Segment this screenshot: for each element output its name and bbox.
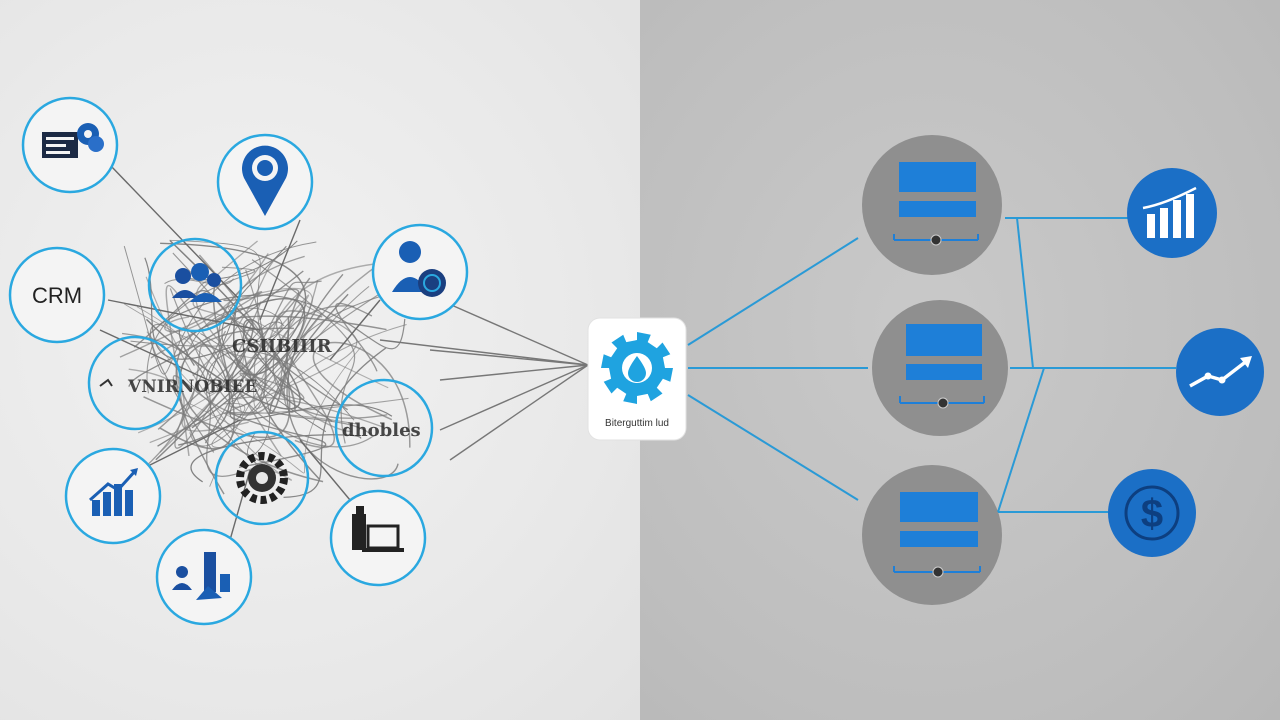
hub-connection-lines: [379, 299, 589, 461]
server-to-output-lines: [997, 217, 1176, 513]
tangle-curve: [190, 434, 362, 483]
tangle-curve: [122, 332, 258, 477]
trend-up-icon: [1189, 356, 1252, 388]
tangle-curve: [160, 242, 307, 429]
integration-hub[interactable]: Biterguttim lud: [587, 317, 687, 441]
hub-caption: Biterguttim lud: [605, 418, 669, 429]
hub-line: [439, 299, 589, 366]
hub-line: [439, 364, 589, 431]
tangle-spoke: [229, 469, 251, 541]
tangle-curve: [198, 240, 415, 414]
bar-chart-up-icon: [1142, 186, 1197, 238]
tangle-curve: [119, 291, 263, 359]
team-icon: [172, 263, 222, 302]
tangle-curve: [260, 269, 418, 435]
tangle-curve: [137, 287, 313, 434]
tangle-curve: [188, 346, 362, 474]
node-people: [155, 528, 253, 626]
tangle-curve: [224, 397, 409, 425]
tangle-curve: [155, 320, 320, 480]
tangle-curve: [286, 273, 399, 480]
server-3[interactable]: [862, 465, 1002, 605]
node-monitor: [21, 96, 119, 194]
tangle-curve: [226, 260, 412, 391]
tangle-spoke: [259, 219, 301, 321]
user-settings-icon: [392, 241, 446, 297]
server-2[interactable]: [872, 300, 1008, 436]
tangle-curve: [179, 327, 324, 483]
node-crm: CRM: [8, 246, 106, 344]
node-team: [147, 237, 243, 333]
tangle-curve: [228, 279, 385, 429]
node-blurred-right: [334, 378, 434, 478]
server-icon: [893, 162, 979, 246]
bar-chart-icon: [89, 468, 138, 516]
tangle-curve: [269, 293, 349, 414]
server-icon: [893, 492, 981, 578]
location-pin-icon: [242, 145, 289, 216]
tangle-curve: [226, 410, 327, 469]
output-trend[interactable]: [1176, 328, 1264, 416]
hub-line: [439, 364, 589, 381]
tangle-curve: [283, 347, 387, 499]
server-icon: [899, 324, 985, 409]
output-finance[interactable]: $: [1108, 469, 1196, 557]
tangle-curve: [312, 341, 411, 448]
tangle-spoke: [139, 419, 241, 471]
hub-line: [379, 339, 589, 366]
tangle-curve: [178, 327, 231, 446]
tangle-curve: [128, 270, 304, 387]
tangle-curve: [174, 301, 262, 449]
tangle-curve: [175, 315, 387, 495]
tangle-curve: [211, 402, 246, 448]
hub-line: [449, 364, 589, 461]
tangle-curve: [157, 288, 300, 430]
tangle-curve: [146, 266, 255, 394]
tangle-curve: [159, 281, 236, 450]
tangle-curve: [149, 305, 358, 444]
tangle-curve: [123, 241, 317, 375]
crm-label: CRM: [32, 283, 82, 308]
node-user: [371, 223, 469, 321]
svg-text:$: $: [1141, 492, 1163, 536]
tangle-curve: [335, 302, 378, 372]
tangle-label-right: dhobles: [342, 420, 421, 441]
tangle-curve: [164, 278, 234, 285]
gear-drop-icon: [601, 332, 673, 404]
tangle-label-top: CSIIBIIIR: [232, 336, 333, 357]
tangle-curve: [165, 284, 282, 457]
tangle-curve: [172, 373, 287, 416]
tangle-curve: [123, 303, 280, 487]
tangle-label-left: VNIRNOBIEE: [127, 377, 257, 397]
tangle-curve: [214, 298, 306, 376]
node-docs: [329, 489, 427, 587]
people-icon: [172, 552, 230, 600]
tangle-spoke: [299, 439, 351, 501]
dollar-icon: $: [1124, 485, 1180, 541]
node-gear: [214, 430, 310, 526]
tangle-curve: [169, 269, 267, 414]
node-chart: [64, 447, 162, 545]
gear-icon: [236, 452, 288, 504]
hub-to-server-lines: [687, 237, 868, 501]
workflow-icon: [99, 378, 113, 387]
tangle-curve: [218, 255, 375, 448]
tangle-curve: [185, 240, 298, 281]
server-1[interactable]: [862, 135, 1002, 275]
tangle-spoke: [329, 299, 381, 361]
monitor-gears-icon: [42, 123, 104, 158]
tangle-curve: [158, 294, 406, 350]
node-pin: [216, 133, 314, 231]
tangle-spoke: [107, 299, 261, 331]
node-workflow: [87, 335, 183, 431]
laptop-docs-icon: [352, 506, 404, 552]
output-analytics[interactable]: [1127, 168, 1217, 258]
